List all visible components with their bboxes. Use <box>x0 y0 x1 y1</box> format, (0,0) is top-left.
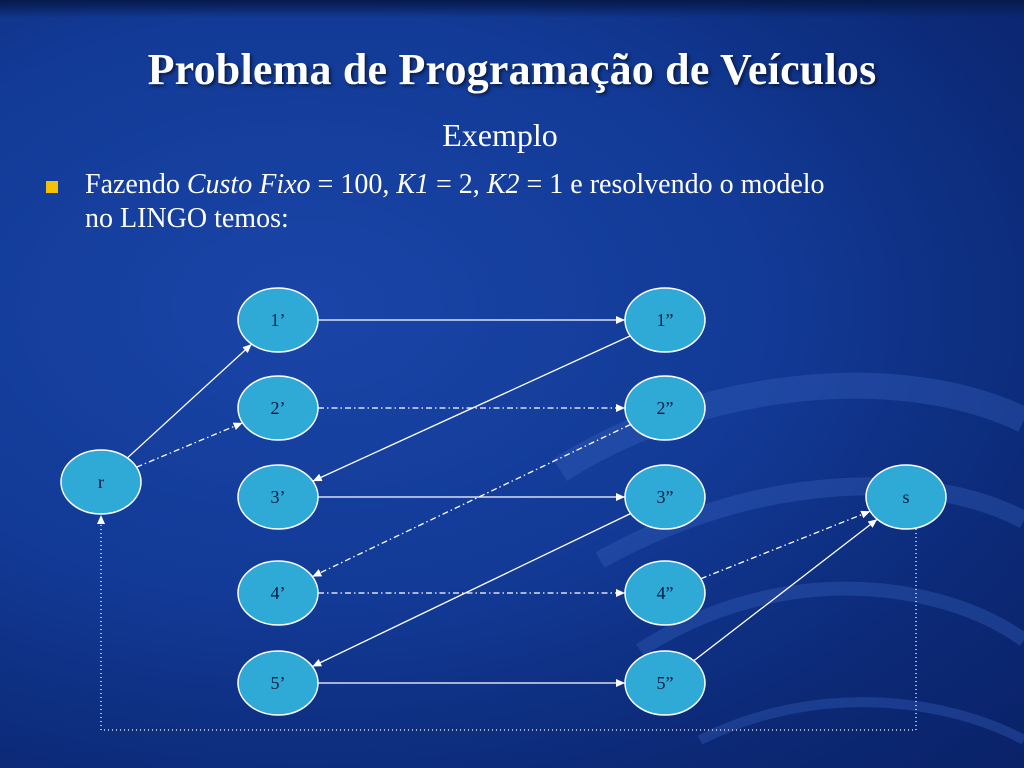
node-o1: 1’ <box>237 287 319 353</box>
node-o4: 4’ <box>237 560 319 626</box>
nodes-layer: r 1’ 2’ 3’ 4’ 5’ 1” 2” 3” 4” 5” s <box>60 287 947 716</box>
edge-d3-o5 <box>312 512 631 668</box>
node-o5: 5’ <box>237 650 319 716</box>
node-o1-label: 1’ <box>271 310 286 330</box>
node-s: s <box>865 464 947 530</box>
top-band <box>0 0 1024 18</box>
edge-d4-s <box>700 510 871 580</box>
custo-fixo-term: Custo Fixo <box>186 169 311 200</box>
node-d1-shape <box>624 287 706 353</box>
node-d2-label: 2” <box>657 398 674 418</box>
node-r: r <box>60 449 142 515</box>
node-o2: 2’ <box>237 375 319 441</box>
node-d2-shape <box>624 375 706 441</box>
node-d3-shape <box>624 464 706 530</box>
bullet-text-part: = 2, <box>436 169 487 200</box>
node-d4-shape <box>624 560 706 626</box>
node-d2: 2” <box>624 375 706 441</box>
slide-subtitle: Exemplo <box>442 117 558 153</box>
node-o3: 3’ <box>237 464 319 530</box>
bullet-item: Fazendo Custo Fixo = 100, K1 = 2, K2 = 1… <box>46 168 846 236</box>
node-o4-label: 4’ <box>271 583 286 603</box>
edges-layer <box>97 316 917 731</box>
node-s-label: s <box>902 487 909 507</box>
node-s-shape <box>865 464 947 530</box>
edge-s-r <box>97 515 917 731</box>
edge-r-o2 <box>136 422 243 468</box>
k1-term: K1 <box>396 169 437 200</box>
node-o1-shape <box>237 287 319 353</box>
node-o3-label: 3’ <box>271 487 286 507</box>
node-o5-label: 5’ <box>271 673 286 693</box>
bullet-text-part: = 100, <box>310 169 397 200</box>
bullet-square-icon <box>46 181 58 193</box>
slide-title: Problema de Programação de Veículos <box>147 45 877 94</box>
node-d5: 5” <box>624 650 706 716</box>
node-o5-shape <box>237 650 319 716</box>
edge-r-o1 <box>126 343 253 459</box>
node-o4-shape <box>237 560 319 626</box>
node-d1: 1” <box>624 287 706 353</box>
node-d1-label: 1” <box>657 310 674 330</box>
node-d4-label: 4” <box>657 583 674 603</box>
node-d4: 4” <box>624 560 706 626</box>
node-d5-shape <box>624 650 706 716</box>
node-r-shape <box>60 449 142 515</box>
edge-d1-o3 <box>312 335 631 482</box>
node-o3-shape <box>237 464 319 530</box>
k2-term: K2 <box>486 169 527 200</box>
bullet-text-part: = 1 e resolvendo o modelo no LINGO temos… <box>85 169 825 234</box>
node-o2-shape <box>237 375 319 441</box>
node-r-label: r <box>98 472 104 492</box>
bullet-text: Fazendo Custo Fixo = 100, K1 = 2, K2 = 1… <box>85 168 846 236</box>
edge-d5-s <box>693 518 878 662</box>
node-o2-label: 2’ <box>271 398 286 418</box>
node-d5-label: 5” <box>657 673 674 693</box>
node-d3-label: 3” <box>657 487 674 507</box>
bullet-text-part: Fazendo <box>85 169 187 200</box>
edge-d2-o4 <box>312 423 631 578</box>
node-d3: 3” <box>624 464 706 530</box>
